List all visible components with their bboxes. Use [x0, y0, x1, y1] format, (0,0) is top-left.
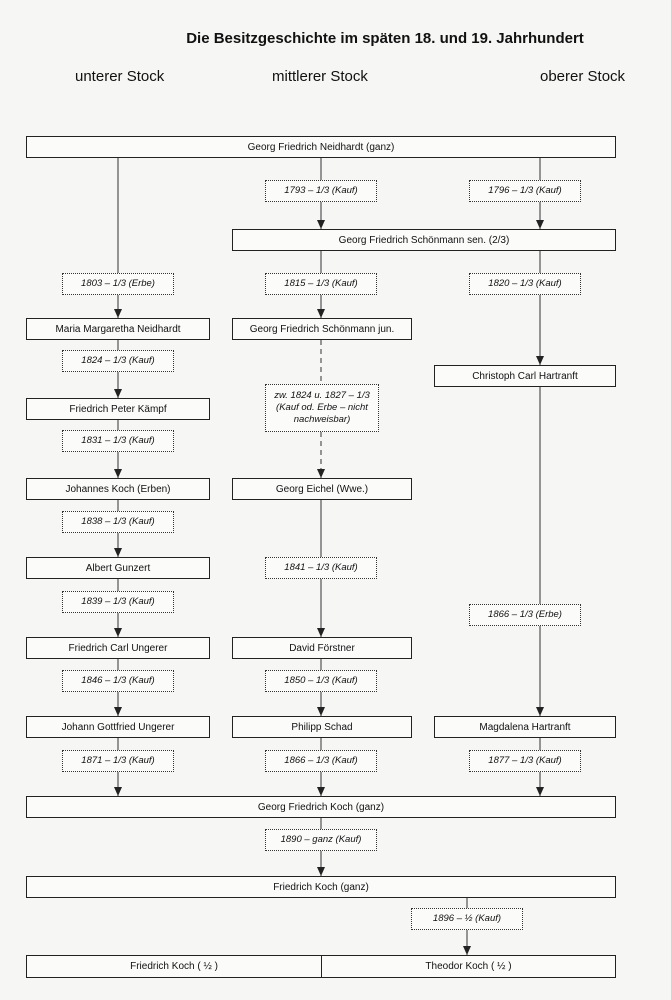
column-header-oberer: oberer Stock [540, 68, 626, 85]
arrowhead [536, 707, 544, 716]
arrowhead [317, 707, 325, 716]
arrowhead [317, 469, 325, 478]
owner-box-schad: Philipp Schad [232, 716, 412, 738]
arrowhead [114, 787, 122, 796]
owner-box-gfkoch: Georg Friedrich Koch (ganz) [26, 796, 616, 818]
owner-box-fkoch-half: Friedrich Koch ( ½ ) [26, 955, 322, 978]
transfer-event-1839: 1839 – 1/3 (Kauf) [62, 591, 174, 613]
transfer-event-1866k: 1866 – 1/3 (Kauf) [265, 750, 377, 772]
arrowhead [317, 867, 325, 876]
owner-box-kaempf: Friedrich Peter Kämpf [26, 398, 210, 420]
owner-box-schoen-sen: Georg Friedrich Schönmann sen. (2/3) [232, 229, 616, 251]
transfer-event-1850: 1850 – 1/3 (Kauf) [265, 670, 377, 692]
column-header-unterer: unterer Stock [75, 68, 165, 85]
transfer-event-1877: 1877 – 1/3 (Kauf) [469, 750, 581, 772]
transfer-event-1841: 1841 – 1/3 (Kauf) [265, 557, 377, 579]
transfer-event-1866e: 1866 – 1/3 (Erbe) [469, 604, 581, 626]
arrowhead [536, 356, 544, 365]
transfer-event-1793: 1793 – 1/3 (Kauf) [265, 180, 377, 202]
arrowhead [317, 220, 325, 229]
owner-box-gunzert: Albert Gunzert [26, 557, 210, 579]
owner-box-eichel: Georg Eichel (Wwe.) [232, 478, 412, 500]
arrowhead [317, 309, 325, 318]
owner-box-johannes: Johannes Koch (Erben) [26, 478, 210, 500]
owner-box-foerstner: David Förstner [232, 637, 412, 659]
transfer-event-1820: 1820 – 1/3 (Kauf) [469, 273, 581, 295]
arrowhead [114, 469, 122, 478]
transfer-event-1838: 1838 – 1/3 (Kauf) [62, 511, 174, 533]
arrowhead [114, 309, 122, 318]
transfer-event-1803: 1803 – 1/3 (Erbe) [62, 273, 174, 295]
transfer-event-1846: 1846 – 1/3 (Kauf) [62, 670, 174, 692]
owner-box-top: Georg Friedrich Neidhardt (ganz) [26, 136, 616, 158]
transfer-event-1796: 1796 – 1/3 (Kauf) [469, 180, 581, 202]
owner-box-fcu: Friedrich Carl Ungerer [26, 637, 210, 659]
owner-box-magdalena: Magdalena Hartranft [434, 716, 616, 738]
arrowhead [114, 389, 122, 398]
owner-box-schoen-jun: Georg Friedrich Schönmann jun. [232, 318, 412, 340]
diagram-title: Die Besitzgeschichte im späten 18. und 1… [186, 30, 584, 47]
arrowhead [463, 946, 471, 955]
owner-box-jgu: Johann Gottfried Ungerer [26, 716, 210, 738]
arrowhead [536, 787, 544, 796]
transfer-event-1815: 1815 – 1/3 (Kauf) [265, 273, 377, 295]
transfer-event-zw: zw. 1824 u. 1827 – 1/3 (Kauf od. Erbe – … [265, 384, 379, 432]
arrowhead [536, 220, 544, 229]
transfer-event-1871: 1871 – 1/3 (Kauf) [62, 750, 174, 772]
arrowhead [317, 628, 325, 637]
arrowhead [317, 787, 325, 796]
owner-box-maria: Maria Margaretha Neidhardt [26, 318, 210, 340]
owner-box-fkoch: Friedrich Koch (ganz) [26, 876, 616, 898]
column-header-mittlerer: mittlerer Stock [272, 68, 368, 85]
arrowhead [114, 548, 122, 557]
transfer-event-1896: 1896 – ½ (Kauf) [411, 908, 523, 930]
transfer-event-1824: 1824 – 1/3 (Kauf) [62, 350, 174, 372]
owner-box-theodor-half: Theodor Koch ( ½ ) [321, 955, 616, 978]
transfer-event-1890: 1890 – ganz (Kauf) [265, 829, 377, 851]
transfer-event-1831: 1831 – 1/3 (Kauf) [62, 430, 174, 452]
arrowhead [114, 628, 122, 637]
owner-box-hartranft-c: Christoph Carl Hartranft [434, 365, 616, 387]
arrowhead [114, 707, 122, 716]
